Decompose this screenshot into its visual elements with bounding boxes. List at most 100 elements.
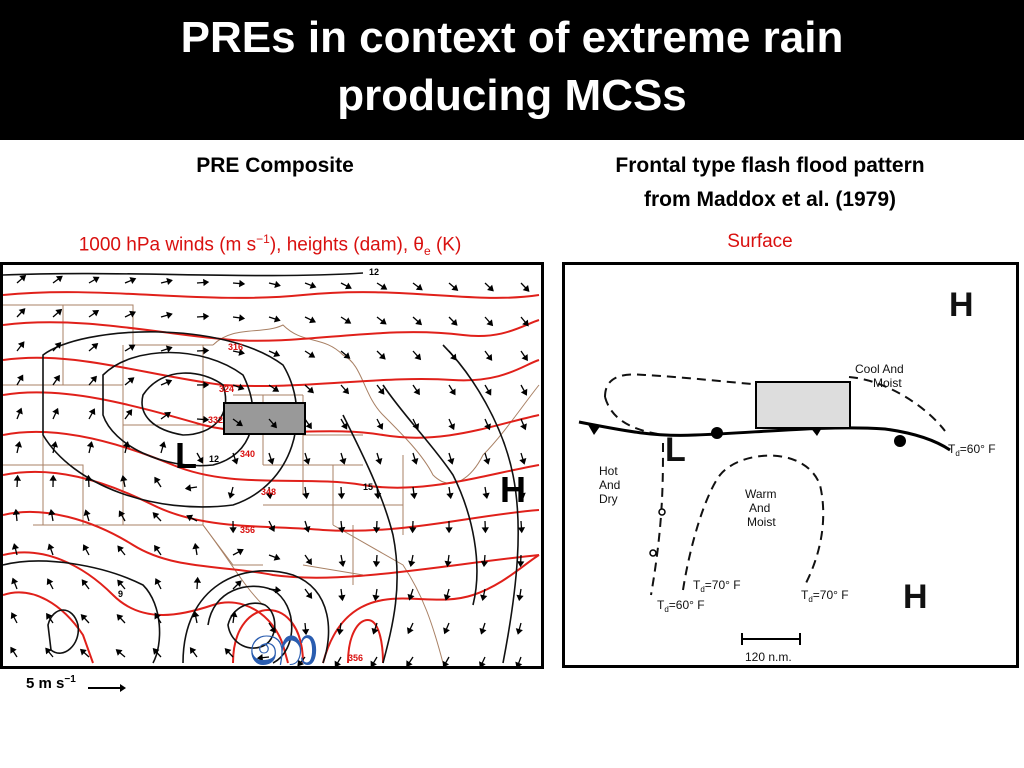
- wind-arrow-head: [446, 492, 454, 500]
- wind-arrow-head: [372, 594, 380, 602]
- wind-arrow-head: [122, 441, 131, 448]
- wind-arrow-head: [129, 310, 136, 318]
- wind-arrow-head: [165, 379, 173, 386]
- wind-arrow-head: [479, 627, 487, 635]
- contour-label: 316: [228, 342, 243, 352]
- wind-arrow-head: [373, 492, 382, 500]
- stationary-front: [578, 420, 951, 452]
- wind-arrow-head: [409, 527, 417, 534]
- wind-arrow-head: [378, 352, 386, 360]
- wind-arrow-head: [479, 661, 486, 666]
- wind-scale-label: 5 m s−1: [26, 674, 76, 692]
- wind-arrow-head: [444, 560, 452, 568]
- wind-arrow-head: [406, 660, 413, 666]
- contour-label: 348: [261, 487, 276, 497]
- wind-arrow-head: [92, 310, 100, 317]
- pre-composite-map: 12 316 324 332 340 348 356 12 15 9 356 L…: [0, 262, 544, 669]
- wind-arrow-head: [485, 353, 493, 361]
- contour-label: 356: [348, 653, 363, 663]
- wind-arrow-head: [230, 610, 238, 618]
- wind-arrow-head: [406, 627, 414, 635]
- wind-arrow-head: [273, 553, 281, 561]
- wind-arrow-head: [17, 341, 25, 349]
- wind-arrow-head: [415, 283, 423, 291]
- wind-arrow-head: [274, 586, 282, 594]
- wind-arrow-head: [15, 407, 23, 415]
- wind-arrow-head: [516, 594, 524, 602]
- wind-arrow-head: [92, 276, 100, 283]
- warm-moist-label: And: [749, 501, 770, 515]
- contour-label: 324: [219, 384, 234, 394]
- wind-arrow-head: [49, 474, 57, 481]
- wind-arrow-head: [480, 594, 488, 601]
- wind-arrow-head: [80, 614, 88, 621]
- wind-arrows: [10, 274, 530, 666]
- wind-arrow-head: [482, 492, 490, 500]
- contour-label: 356: [240, 525, 255, 535]
- wind-arrow-head: [129, 277, 137, 284]
- high-pressure-bottom-label: H: [903, 578, 928, 616]
- wind-arrow-head: [408, 560, 416, 567]
- distance-scale-label: 120 n.m.: [745, 650, 792, 664]
- wind-arrow-head: [336, 628, 344, 636]
- wind-arrow-head: [308, 351, 316, 358]
- wind-arrow-head: [379, 318, 387, 325]
- wind-arrow-head: [165, 345, 173, 353]
- slide-title-line1: PREs in context of extreme rain: [180, 13, 844, 62]
- hot-dry-label: And: [599, 478, 620, 492]
- wind-arrow-head: [486, 319, 494, 327]
- pre-composite-subtitle: 1000 hPa winds (m s−1), heights (dam), θ…: [78, 232, 462, 259]
- wind-arrow-head: [10, 612, 18, 620]
- wind-arrow-head: [19, 274, 27, 282]
- warm-moist-tongue: [682, 454, 825, 591]
- wind-arrow-head: [518, 492, 526, 500]
- wind-arrow-head: [339, 457, 347, 465]
- wind-arrow-head: [450, 318, 458, 326]
- wind-arrow-head: [303, 457, 311, 465]
- pre-composite-heading: PRE Composite: [196, 154, 354, 177]
- red-theta-e-contours: [3, 291, 540, 664]
- wind-arrow-head: [55, 308, 63, 316]
- wind-arrow-head: [192, 611, 200, 618]
- dewpoint-line-north: [604, 373, 766, 398]
- wind-arrow-head: [237, 383, 245, 391]
- wind-arrow-head: [152, 512, 160, 519]
- wind-arrow-head: [120, 474, 128, 482]
- wind-arrow-head: [203, 278, 210, 287]
- wind-arrow-head: [166, 311, 173, 319]
- contour-label: 9: [118, 589, 123, 599]
- wind-arrow-head: [82, 544, 90, 552]
- slide-title-line2: producing MCSs: [337, 71, 687, 120]
- wind-arrow-head: [48, 508, 56, 516]
- wind-arrow-head: [127, 377, 135, 384]
- wind-arrow-head: [517, 527, 526, 534]
- maddox-diagram: H H L Cool And Moist Hot And Dry Warm An…: [562, 262, 1019, 668]
- wind-arrow-head: [239, 279, 246, 288]
- wind-arrow-head: [88, 408, 96, 416]
- cool-moist-label: Moist: [873, 376, 902, 390]
- wind-arrow-head: [46, 578, 54, 586]
- wind-arrow-head: [344, 282, 352, 290]
- wind-arrow-head: [166, 277, 173, 286]
- wind-arrow-head: [10, 646, 17, 654]
- wind-arrow-head: [164, 411, 171, 419]
- wind-arrow-head: [203, 381, 210, 389]
- contour-label: 12: [209, 454, 219, 464]
- wind-arrow-head: [196, 456, 204, 464]
- wind-arrow-head: [515, 628, 523, 635]
- wind-arrow-head: [203, 312, 210, 321]
- wind-arrow-head: [234, 580, 242, 588]
- dryline-marker: [658, 508, 666, 516]
- wind-arrow-head: [184, 484, 192, 492]
- wind-arrow-head: [309, 281, 317, 289]
- wind-arrow-head: [302, 492, 310, 500]
- wind-arrow-head: [125, 409, 133, 417]
- wind-arrow-head: [81, 579, 89, 587]
- dryline-marker: [649, 549, 657, 557]
- wind-arrow-head: [341, 422, 348, 430]
- warm-moist-label: Moist: [747, 515, 776, 529]
- wind-arrow-head: [52, 407, 59, 415]
- wind-arrow-head: [442, 660, 450, 666]
- wind-arrow-head: [159, 441, 167, 448]
- wind-arrow-head: [11, 577, 19, 585]
